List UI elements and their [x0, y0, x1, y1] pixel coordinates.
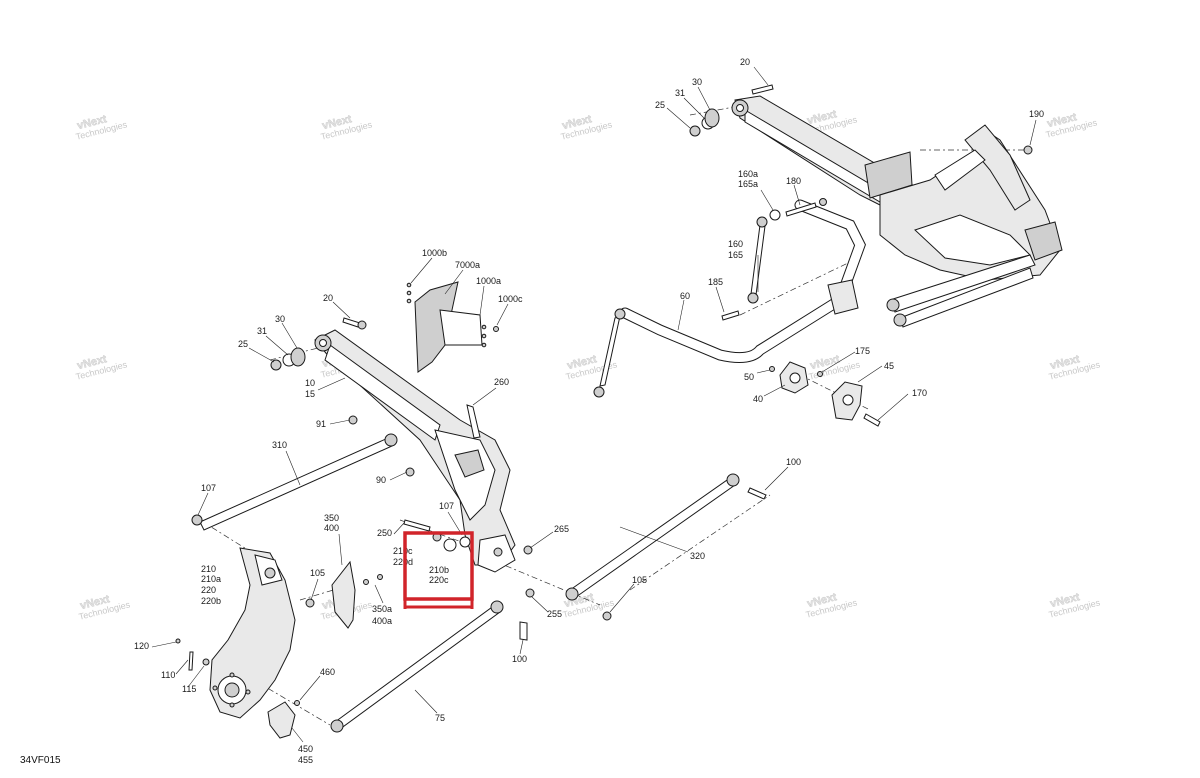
control-rods — [191, 433, 767, 733]
callout-7000a: 7000a — [455, 260, 480, 270]
callout-210: 210 — [201, 564, 216, 574]
callout-30-upper: 30 — [692, 77, 702, 87]
callout-255: 255 — [547, 609, 562, 619]
callout-1000b: 1000b — [422, 248, 447, 258]
callout-210b: 210b — [429, 565, 449, 575]
callout-31-lower: 31 — [257, 326, 267, 336]
callout-260: 260 — [494, 377, 509, 387]
knuckle — [175, 547, 296, 719]
sway-bar-bracket — [769, 361, 881, 427]
shields — [267, 560, 383, 739]
upper-trailing-arm-assembly — [689, 84, 1063, 328]
callout-105-right: 105 — [632, 575, 647, 585]
callout-31-upper: 31 — [675, 88, 685, 98]
callout-175: 175 — [855, 346, 870, 356]
callout-220: 220 — [201, 585, 216, 595]
callout-190: 190 — [1029, 109, 1044, 119]
callout-90: 90 — [376, 475, 386, 485]
callout-110: 110 — [161, 670, 175, 680]
callout-25-lower: 25 — [238, 339, 248, 349]
callout-455: 455 — [298, 755, 313, 765]
callout-105-left: 105 — [310, 568, 325, 578]
callout-15: 15 — [305, 389, 315, 399]
callout-265: 265 — [554, 524, 569, 534]
callout-100-upper: 100 — [786, 457, 801, 467]
callout-115: 115 — [182, 684, 196, 694]
callout-350a: 350a — [372, 604, 392, 614]
callout-120: 120 — [134, 641, 149, 651]
callout-180: 180 — [786, 176, 801, 186]
callout-210a: 210a — [201, 574, 221, 584]
callout-45: 45 — [884, 361, 894, 371]
callout-160: 160 — [728, 239, 743, 249]
callout-40: 40 — [753, 394, 763, 404]
sway-bar-assembly — [593, 198, 866, 398]
callout-75: 75 — [435, 713, 445, 723]
callout-30-lower: 30 — [275, 314, 285, 324]
callout-220c: 220c — [429, 575, 449, 585]
mud-guard — [406, 281, 499, 373]
callout-107-left: 107 — [201, 483, 216, 493]
callout-400: 400 — [324, 523, 339, 533]
callout-220b: 220b — [201, 596, 221, 606]
callout-100-lower: 100 — [512, 654, 527, 664]
callout-185: 185 — [708, 277, 723, 287]
callout-400a: 400a — [372, 616, 392, 626]
callout-210c: 210c — [393, 546, 413, 556]
callout-107-center: 107 — [439, 501, 454, 511]
callout-60: 60 — [680, 291, 690, 301]
callout-310: 310 — [272, 440, 287, 450]
leader-lines — [151, 66, 1037, 743]
callout-165: 165 — [728, 250, 743, 260]
highlight-box[interactable] — [403, 531, 474, 609]
callout-160a: 160a — [738, 169, 758, 179]
callout-20-upper: 20 — [740, 57, 750, 67]
callout-20-lower: 20 — [323, 293, 333, 303]
callout-91: 91 — [316, 419, 326, 429]
callout-165a: 165a — [738, 179, 758, 189]
callout-1000a: 1000a — [476, 276, 501, 286]
callouts: 20 30 31 25 190 160a 165a 180 160 165 18… — [134, 57, 1044, 765]
callout-25-upper: 25 — [655, 100, 665, 110]
callout-250: 250 — [377, 528, 392, 538]
callout-460: 460 — [320, 667, 335, 677]
lower-trailing-arm — [270, 317, 533, 573]
callout-450: 450 — [298, 744, 313, 754]
callout-1000c: 1000c — [498, 294, 523, 304]
callout-320: 320 — [690, 551, 705, 561]
callout-170: 170 — [912, 388, 927, 398]
callout-10: 10 — [305, 378, 315, 388]
callout-220d: 220d — [393, 557, 413, 567]
figure-code: 34VF015 — [20, 755, 61, 766]
callout-350: 350 — [324, 513, 339, 523]
callout-50: 50 — [744, 372, 754, 382]
